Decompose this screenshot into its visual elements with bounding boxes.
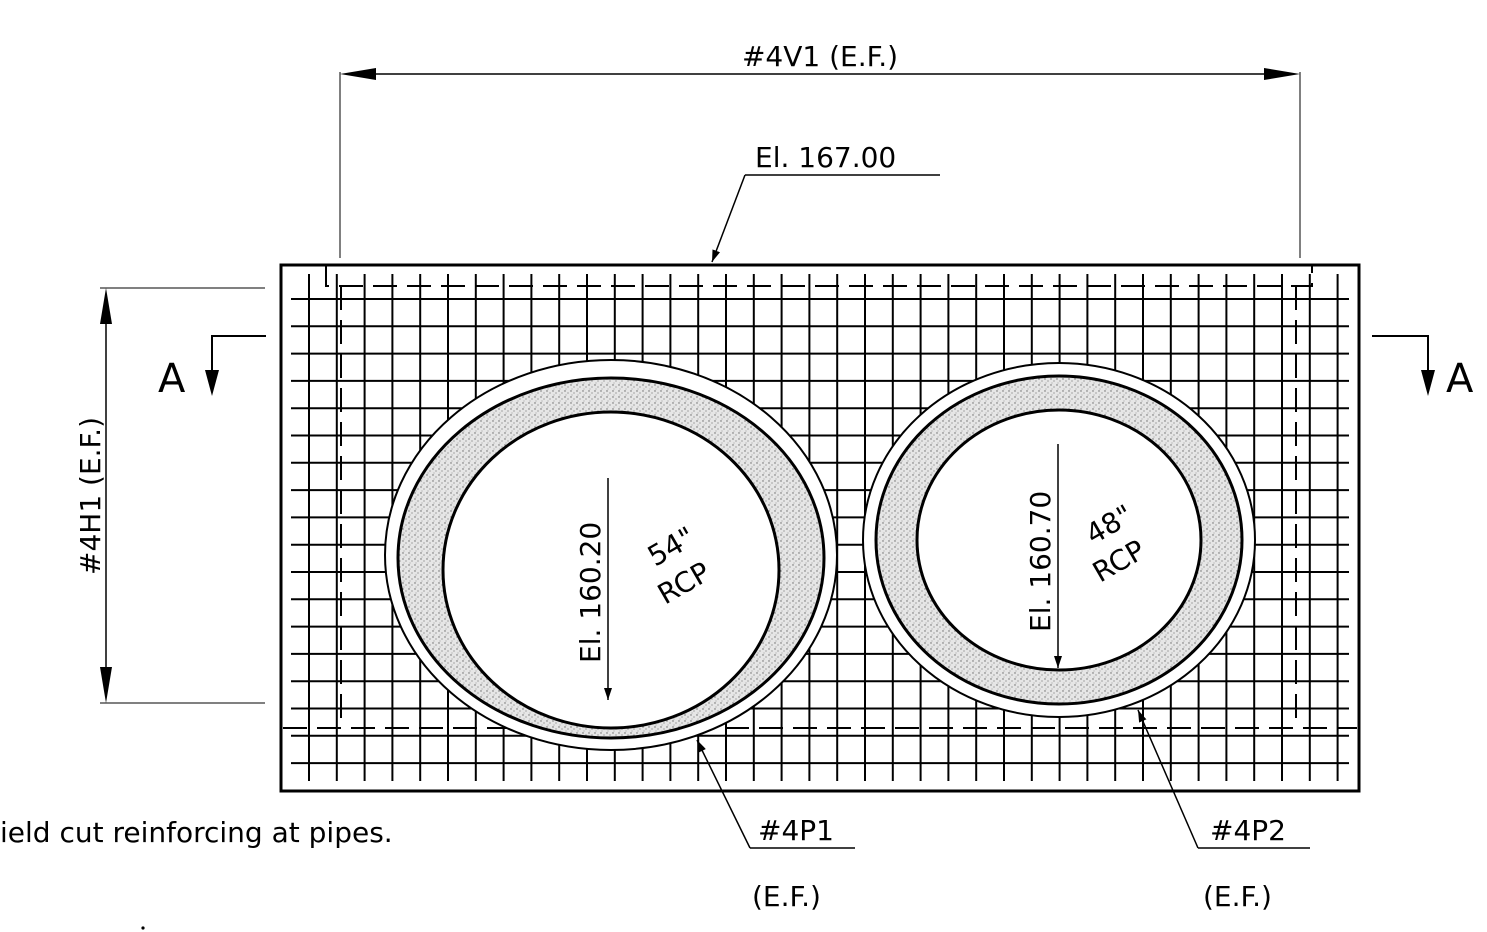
note-dot bbox=[141, 926, 145, 930]
horizontal-dimension: #4V1 (E.F.) bbox=[339, 40, 1301, 258]
callout-4p2: #4P2 (E.F.) bbox=[1137, 709, 1310, 913]
callout-4p1: #4P1 (E.F.) bbox=[696, 739, 855, 913]
pipe-48-rcp: El. 160.70 48" RCP bbox=[862, 362, 1256, 718]
callout-4p2-note: (E.F.) bbox=[1203, 880, 1272, 913]
general-note: ield cut reinforcing at pipes. bbox=[0, 816, 393, 849]
vertical-dimension-label: #4H1 (E.F.) bbox=[74, 417, 107, 575]
vertical-dimension: #4H1 (E.F.) bbox=[74, 287, 265, 704]
pipe-54-invert-label: El. 160.20 bbox=[574, 522, 607, 663]
section-mark-left-label: A bbox=[158, 356, 186, 402]
callout-4p2-bar: #4P2 bbox=[1210, 814, 1286, 847]
callout-4p1-note: (E.F.) bbox=[752, 880, 821, 913]
pipe-54-rcp: El. 160.20 54" RCP bbox=[384, 359, 838, 751]
pipe-48-invert-label: El. 160.70 bbox=[1024, 491, 1057, 632]
top-elevation-label: El. 167.00 bbox=[755, 141, 896, 174]
callout-4p1-bar: #4P1 bbox=[758, 814, 834, 847]
horizontal-dimension-label: #4V1 (E.F.) bbox=[742, 40, 898, 73]
section-mark-right: A bbox=[1372, 335, 1474, 402]
section-mark-left: A bbox=[158, 335, 266, 402]
section-mark-right-label: A bbox=[1446, 356, 1474, 402]
dashed-reinforcing bbox=[283, 265, 1357, 729]
top-elevation-callout: El. 167.00 bbox=[711, 141, 940, 263]
wall-outline bbox=[279, 263, 1361, 793]
